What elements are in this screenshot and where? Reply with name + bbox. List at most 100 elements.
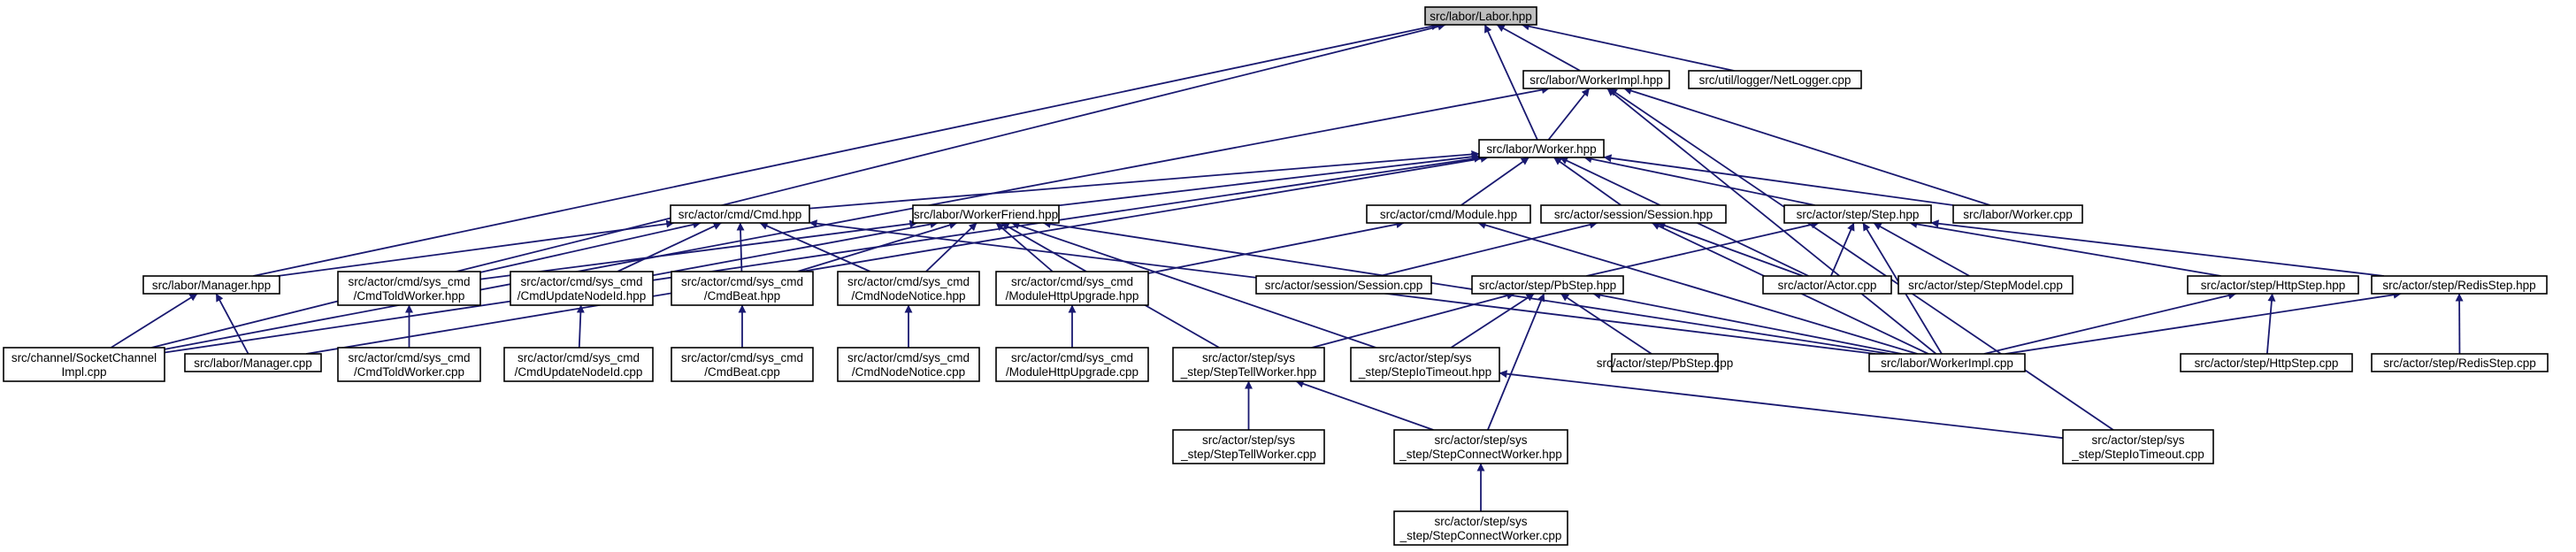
node-label: src/actor/step/PbStep.hpp (1479, 279, 1616, 292)
node-label: src/util/logger/NetLogger.cpp (1699, 73, 1852, 87)
node-workerimpl-cpp[interactable]: src/labor/WorkerImpl.cpp (1868, 353, 2026, 372)
node-box (670, 204, 810, 224)
node-worker-hpp[interactable]: src/labor/Worker.hpp (1478, 139, 1605, 158)
node-cmd-hpp[interactable]: src/actor/cmd/Cmd.hpp (670, 204, 810, 224)
node-label: src/actor/cmd/sys_cmd (847, 275, 970, 288)
node-label: src/labor/Labor.hpp (1430, 10, 1532, 23)
node-box (1540, 204, 1727, 224)
node-netlogger-cpp[interactable]: src/util/logger/NetLogger.cpp (1688, 70, 1862, 89)
node-box (1688, 70, 1862, 89)
edge-workerfriend_hpp-to-worker_hpp (1058, 152, 1480, 207)
node-box (1898, 275, 2074, 295)
node-box (995, 347, 1149, 382)
node-label: src/actor/step/Step.hpp (1797, 208, 1920, 221)
node-label: src/actor/step/sys (1378, 351, 1471, 364)
node-cmdtoldworker-cpp[interactable]: src/actor/cmd/sys_cmd/CmdToldWorker.cpp (337, 347, 481, 382)
node-cmdbeat-hpp[interactable]: src/actor/cmd/sys_cmd/CmdBeat.hpp (671, 271, 814, 306)
node-label: src/actor/step/sys (1434, 515, 1527, 528)
node-cmdbeat-cpp[interactable]: src/actor/cmd/sys_cmd/CmdBeat.cpp (671, 347, 814, 382)
node-cmdtoldworker-hpp[interactable]: src/actor/cmd/sys_cmd/CmdToldWorker.hpp (337, 271, 481, 306)
node-cmdupdatenodeid-hpp[interactable]: src/actor/cmd/sys_cmd/CmdUpdateNodeId.hp… (510, 271, 654, 306)
node-stepiotimeout-cpp[interactable]: src/actor/step/sys_step/StepIoTimeout.cp… (2062, 429, 2214, 464)
node-box (337, 271, 481, 306)
node-label: /CmdUpdateNodeId.hpp (518, 289, 647, 303)
node-label: src/actor/step/StepModel.cpp (1908, 279, 2063, 292)
edge-stepiotimeout_cpp-to-workerimpl_hpp (1608, 88, 2114, 431)
node-pbstep-hpp[interactable]: src/actor/step/PbStep.hpp (1471, 275, 1624, 295)
node-box (1172, 347, 1325, 382)
node-cmdupdatenodeid-cpp[interactable]: src/actor/cmd/sys_cmd/CmdUpdateNodeId.cp… (503, 347, 654, 382)
node-label: src/channel/SocketChannel (12, 351, 157, 364)
node-label: src/actor/cmd/sys_cmd (348, 351, 470, 364)
node-redisstep-hpp[interactable]: src/actor/step/RedisStep.hpp (2371, 275, 2548, 295)
edge-worker_hpp-to-workerimpl_hpp (1547, 88, 1591, 141)
node-label: src/labor/WorkerImpl.hpp (1530, 73, 1663, 87)
node-box (1952, 204, 2083, 224)
node-label: src/actor/cmd/Cmd.hpp (678, 208, 802, 221)
node-steptellworker-hpp[interactable]: src/actor/step/sys_step/StepTellWorker.h… (1172, 347, 1325, 382)
node-label: src/actor/cmd/Module.hpp (1380, 208, 1517, 221)
node-box (671, 347, 814, 382)
node-box (2187, 275, 2359, 295)
edge-module_hpp-to-worker_hpp (1460, 157, 1530, 206)
node-manager-hpp[interactable]: src/labor/Manager.hpp (142, 275, 280, 295)
node-cmdnodenotice-hpp[interactable]: src/actor/cmd/sys_cmd/CmdNodeNotice.hpp (837, 271, 980, 306)
node-box (1471, 275, 1624, 295)
node-session-cpp[interactable]: src/actor/session/Session.cpp (1255, 275, 1432, 295)
node-label: /CmdToldWorker.cpp (354, 365, 464, 379)
node-stepconnectworker-hpp[interactable]: src/actor/step/sys_step/StepConnectWorke… (1393, 429, 1568, 464)
node-label: _step/StepIoTimeout.cpp (2071, 448, 2204, 461)
node-label: /CmdUpdateNodeId.cpp (515, 365, 643, 379)
node-httpstep-cpp[interactable]: src/actor/step/HttpStep.cpp (2180, 353, 2353, 372)
node-step-hpp[interactable]: src/actor/step/Step.hpp (1783, 204, 1932, 224)
node-manager-cpp[interactable]: src/labor/Manager.cpp (184, 353, 322, 372)
node-stepmodel-cpp[interactable]: src/actor/step/StepModel.cpp (1898, 275, 2074, 295)
node-cmdnodenotice-cpp[interactable]: src/actor/cmd/sys_cmd/CmdNodeNotice.cpp (837, 347, 980, 382)
node-actor-cpp[interactable]: src/actor/Actor.cpp (1762, 275, 1892, 295)
node-session-hpp[interactable]: src/actor/session/Session.hpp (1540, 204, 1727, 224)
edge-cmdupdatenodeid_hpp-to-cmd_hpp (617, 222, 722, 272)
node-workerimpl-hpp[interactable]: src/labor/WorkerImpl.hpp (1522, 70, 1670, 89)
node-stepconnectworker-cpp[interactable]: src/actor/step/sys_step/StepConnectWorke… (1393, 510, 1568, 546)
node-box (2371, 275, 2548, 295)
node-label: Impl.cpp (61, 365, 106, 379)
edge-worker_hpp-to-labor_hpp (1484, 24, 1538, 141)
node-label: /CmdNodeNotice.hpp (851, 289, 965, 303)
node-httpstep-hpp[interactable]: src/actor/step/HttpStep.hpp (2187, 275, 2359, 295)
node-stepiotimeout-hpp[interactable]: src/actor/step/sys_step/StepIoTimeout.hp… (1350, 347, 1500, 382)
edge-cmdtoldworker_hpp-to-workerfriend_hpp (479, 219, 918, 280)
edge-workerimpl_cpp-to-redisstep_hpp (2005, 290, 2402, 355)
node-label: src/actor/cmd/sys_cmd (681, 351, 803, 364)
node-module-hpp[interactable]: src/actor/cmd/Module.hpp (1366, 204, 1531, 224)
node-box (142, 275, 280, 295)
node-label: /ModuleHttpUpgrade.hpp (1006, 289, 1139, 303)
node-steptellworker-cpp[interactable]: src/actor/step/sys_step/StepTellWorker.c… (1172, 429, 1325, 464)
edge-steptellworker_hpp-to-pbstep_hpp (1311, 291, 1515, 349)
node-modulehttpupgrade-hpp[interactable]: src/actor/cmd/sys_cmd/ModuleHttpUpgrade.… (995, 271, 1149, 306)
node-pbstep-cpp[interactable]: src/actor/step/PbStep.cpp (1597, 353, 1734, 372)
edge-workerimpl_cpp-to-module_hpp (1477, 221, 1918, 355)
edge-cmdbeat_hpp-to-cmd_hpp (736, 222, 745, 272)
node-labor-hpp[interactable]: src/labor/Labor.hpp (1424, 6, 1537, 26)
node-modulehttpupgrade-cpp[interactable]: src/actor/cmd/sys_cmd/ModuleHttpUpgrade.… (995, 347, 1149, 382)
edge-session_hpp-to-worker_hpp (1553, 157, 1622, 206)
node-box (1868, 353, 2026, 372)
node-label: src/labor/Manager.hpp (152, 279, 271, 292)
node-workerfriend-hpp[interactable]: src/labor/WorkerFriend.hpp (912, 204, 1060, 224)
edge-stepconnectworker_hpp-to-steptellworker_hpp (1295, 380, 1434, 431)
edge-workerimpl_cpp-to-workerfriend_hpp (1042, 219, 1890, 355)
node-label: src/actor/step/sys (1202, 433, 1295, 447)
edge-worker_cpp-to-worker_hpp (1603, 154, 1954, 206)
node-box (1393, 510, 1568, 546)
node-label: src/actor/cmd/sys_cmd (518, 351, 640, 364)
node-worker-cpp[interactable]: src/labor/Worker.cpp (1952, 204, 2083, 224)
node-label: src/actor/step/HttpStep.hpp (2201, 279, 2346, 292)
edge-step_hpp-to-worker_hpp (1583, 155, 1815, 206)
node-box (837, 271, 980, 306)
node-label: src/labor/Worker.hpp (1486, 142, 1596, 156)
node-box (2062, 429, 2214, 464)
node-redisstep-cpp[interactable]: src/actor/step/RedisStep.cpp (2371, 353, 2549, 372)
edge-manager_cpp-to-manager_hpp (215, 293, 249, 355)
edge-stepmodel_cpp-to-step_hpp (1873, 222, 1970, 277)
